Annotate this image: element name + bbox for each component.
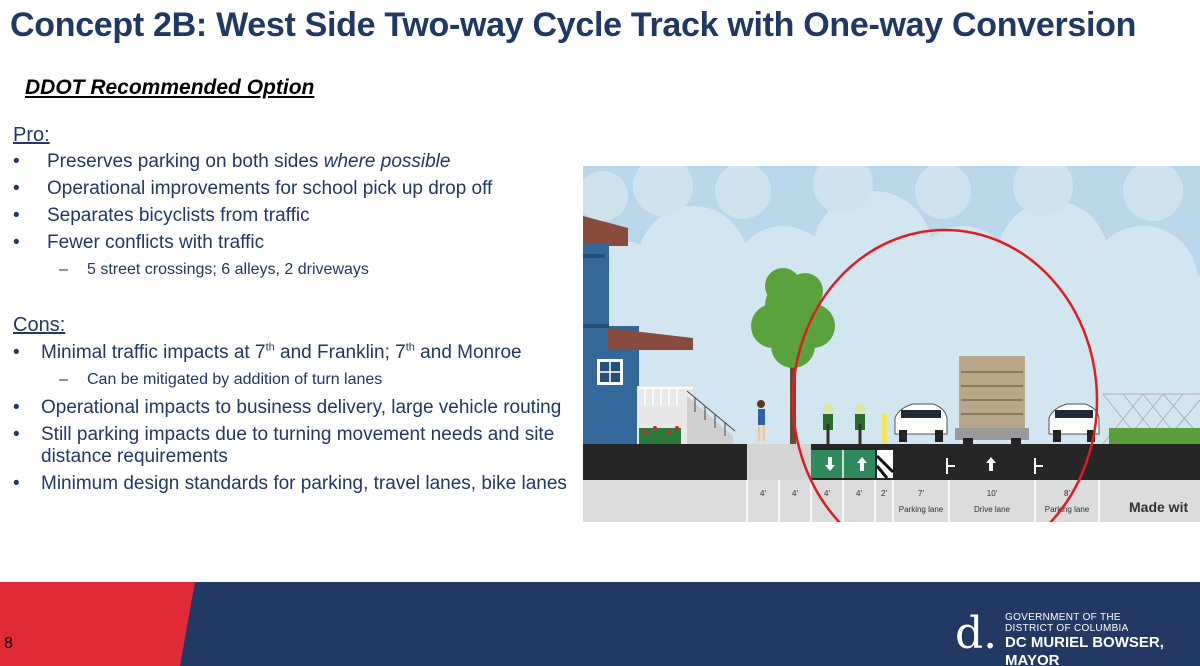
- street-cross-section-illustration: 4' 4' 4' 4' 2' 7' 10' 8' Parking lane Dr…: [583, 166, 1200, 522]
- pro-item: Fewer conflicts with traffic: [13, 232, 568, 254]
- lane-label: Parking lane: [899, 505, 944, 514]
- con-item: Minimum design standards for parking, tr…: [13, 473, 568, 495]
- width-label: 8': [1064, 489, 1070, 498]
- cons-list: Minimal traffic impacts at 7th and Frank…: [13, 342, 568, 500]
- width-label: 4': [760, 489, 766, 498]
- slide-title: Concept 2B: West Side Two-way Cycle Trac…: [10, 6, 1137, 44]
- recommended-option-label: DDOT Recommended Option: [25, 76, 315, 99]
- page-number: 8: [4, 635, 13, 652]
- con-item: Still parking impacts due to turning mov…: [13, 424, 568, 468]
- pro-item: Preserves parking on both sides where po…: [13, 151, 568, 173]
- cons-heading: Cons:: [13, 314, 66, 336]
- con-subitem: Can be mitigated by addition of turn lan…: [13, 369, 568, 391]
- width-label: 7': [918, 489, 924, 498]
- ddot-logo-mark: d.: [955, 608, 998, 659]
- pro-subitem: 5 street crossings; 6 alleys, 2 driveway…: [13, 259, 568, 281]
- dc-government-logo: GOVERNMENT OF THE DISTRICT OF COLUMBIA D…: [1005, 612, 1164, 666]
- lane-label: Parking lane: [1045, 505, 1090, 514]
- pros-heading: Pro:: [13, 124, 50, 146]
- width-label: 4': [792, 489, 798, 498]
- footer-band: 8 d. GOVERNMENT OF THE DISTRICT OF COLUM…: [0, 582, 1200, 666]
- width-label: 4': [856, 489, 862, 498]
- con-item: Operational impacts to business delivery…: [13, 397, 568, 419]
- footer-red-accent: [0, 582, 195, 666]
- pro-item: Separates bicyclists from traffic: [13, 205, 568, 227]
- watermark-text: Made wit: [1129, 499, 1188, 515]
- width-label: 10': [987, 489, 998, 498]
- width-label: 2': [881, 489, 887, 498]
- pro-item: Operational improvements for school pick…: [13, 178, 568, 200]
- highlight-circle: [791, 228, 1099, 522]
- pros-list: Preserves parking on both sides where po…: [13, 151, 568, 287]
- width-label: 4': [824, 489, 830, 498]
- lane-label: Drive lane: [974, 505, 1011, 514]
- con-item: Minimal traffic impacts at 7th and Frank…: [13, 342, 568, 364]
